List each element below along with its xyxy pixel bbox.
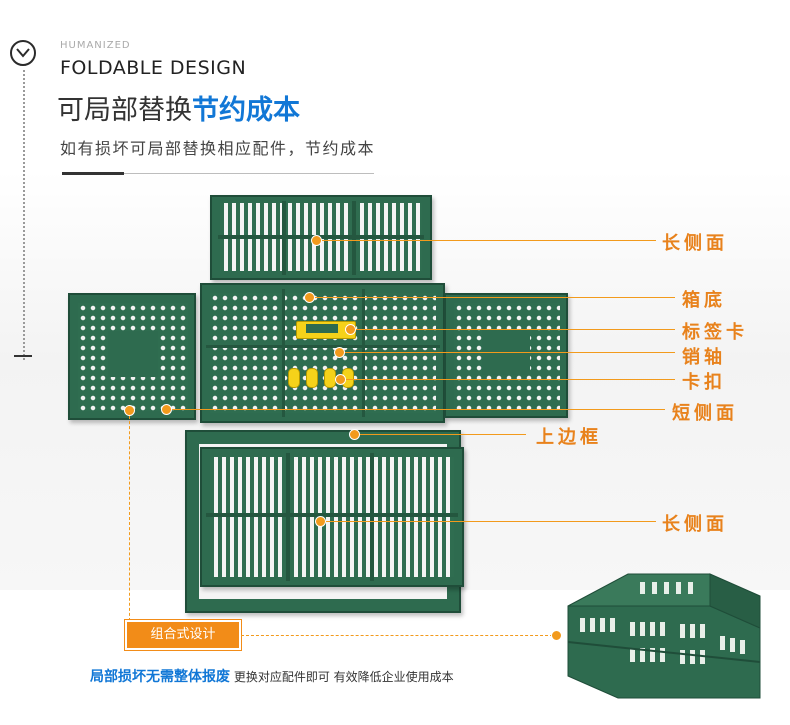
label-long-side-bottom: 长侧面 [662, 514, 728, 535]
bottom-grid [210, 293, 436, 413]
panel-rib [370, 453, 374, 581]
footer-note: 局部损坏无需整体报废 更换对应配件即可 有效降低企业使用成本 [90, 666, 454, 686]
panel-rib [282, 201, 286, 275]
divider-tick [14, 355, 32, 357]
short-side-grid [454, 303, 560, 409]
heading-english: FOLDABLE DESIGN [60, 57, 247, 79]
leader-line [309, 297, 675, 298]
footer-text: 更换对应配件即可 有效降低企业使用成本 [233, 670, 454, 684]
callout-dot [348, 428, 360, 440]
panel-rib [362, 289, 365, 417]
combo-dashed-vertical [129, 411, 130, 626]
vertical-divider [23, 70, 25, 360]
clip-part [288, 368, 300, 388]
callout-dot [334, 373, 346, 385]
subtitle: 如有损坏可局部替换相应配件，节约成本 [60, 139, 376, 158]
footer-bold: 局部损坏无需整体报废 [90, 669, 230, 685]
callout-dot [314, 515, 326, 527]
panel-rib [286, 453, 290, 581]
long-side-panel-bottom [200, 447, 464, 587]
combo-dashed-horizontal [241, 635, 553, 636]
header-rule-accent [62, 172, 124, 175]
leader-line [350, 329, 675, 330]
callout-dot [344, 323, 356, 335]
combo-badge: 组合式设计 [127, 622, 239, 648]
callout-dot [303, 291, 315, 303]
label-card-window [306, 324, 338, 333]
leader-line [340, 379, 675, 380]
label-top-frame: 上边框 [536, 427, 602, 448]
short-side-panel-left [68, 293, 196, 420]
label-long-side-top: 长侧面 [662, 233, 728, 254]
panel-rib [282, 289, 285, 417]
panel-rib [352, 201, 356, 275]
leader-line [166, 409, 665, 410]
leader-line [339, 352, 675, 353]
callout-dot [550, 629, 562, 641]
header-rule [62, 173, 374, 174]
short-side-panel-right [444, 293, 568, 418]
heading-prefix: 可局部替换 [57, 95, 192, 126]
chevron-down-icon [10, 40, 36, 66]
label-pin-shaft: 销轴 [682, 347, 726, 368]
callout-dot [310, 234, 322, 246]
assembled-crate [567, 573, 761, 699]
short-side-grid [78, 303, 188, 411]
short-side-solid [108, 331, 158, 377]
callout-dot [333, 346, 345, 358]
leader-line [354, 434, 526, 435]
label-label-card: 标签卡 [682, 322, 748, 343]
label-short-side: 短侧面 [672, 403, 738, 424]
label-box-bottom: 箱底 [682, 290, 726, 311]
panel-rib [206, 345, 440, 348]
box-bottom-panel [200, 283, 445, 423]
label-clip: 卡扣 [682, 372, 726, 393]
eyebrow-text: HUMANIZED [60, 40, 131, 51]
leader-line [320, 521, 656, 522]
leader-line [316, 240, 656, 241]
callout-dot [160, 403, 172, 415]
heading-highlight: 节约成本 [192, 95, 300, 126]
panel-slots [210, 457, 454, 577]
heading-chinese: 可局部替换节约成本 [57, 88, 300, 127]
panel-rib [206, 513, 458, 517]
clip-part [306, 368, 318, 388]
